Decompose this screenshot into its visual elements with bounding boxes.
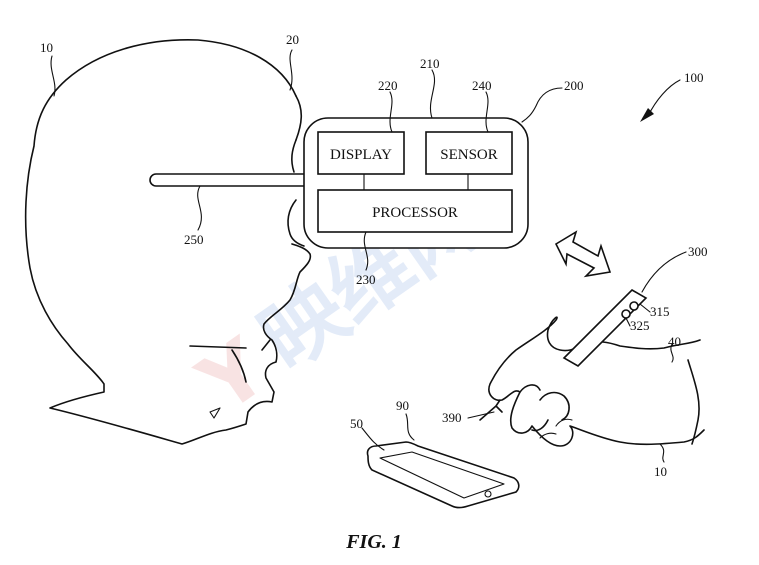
system-100-arrow-icon xyxy=(647,79,681,117)
bidirectional-arrow-icon xyxy=(554,230,612,278)
ref-325: 325 xyxy=(630,318,650,333)
hmd-strap xyxy=(149,173,319,187)
leader-210 xyxy=(430,69,436,119)
leader-200 xyxy=(521,87,563,123)
hand-fingers xyxy=(519,384,570,432)
system-100-arrowhead-icon xyxy=(640,108,654,122)
head-outline xyxy=(24,39,312,445)
leader-90 xyxy=(405,413,415,441)
leader-240 xyxy=(485,91,489,133)
ref-220: 220 xyxy=(378,78,398,93)
processor-label: PROCESSOR xyxy=(372,205,458,221)
leader-220 xyxy=(389,91,393,133)
ref-390: 390 xyxy=(442,410,462,425)
ref-300: 300 xyxy=(688,244,708,259)
ear-detail xyxy=(209,407,221,419)
processor-block xyxy=(317,189,513,233)
stylus-body xyxy=(562,289,648,367)
leader-20 xyxy=(289,49,293,91)
hand-wrist xyxy=(687,359,700,445)
head-forehead xyxy=(295,95,303,141)
leader-230 xyxy=(363,231,369,271)
leader-315 xyxy=(639,303,651,313)
stylus-button-325 xyxy=(621,309,631,319)
ref-315: 315 xyxy=(650,304,670,319)
sensor-block xyxy=(425,131,513,175)
hand-knuckle-lines xyxy=(539,418,573,439)
ref-20: 20 xyxy=(286,32,299,47)
figure-caption: FIG. 1 xyxy=(345,531,402,553)
leader-50 xyxy=(361,427,385,451)
tablet-screen xyxy=(379,451,505,499)
ref-90: 90 xyxy=(396,398,409,413)
ref-40: 40 xyxy=(668,334,681,349)
leader-40 xyxy=(670,343,674,363)
leader-300 xyxy=(641,251,687,293)
display-label: DISPLAY xyxy=(330,147,392,163)
ref-10-head: 10 xyxy=(40,40,53,55)
leader-10-hand xyxy=(659,443,665,463)
hmd-visor xyxy=(287,139,305,247)
leader-10-head xyxy=(50,55,56,97)
ref-200: 200 xyxy=(564,78,584,93)
ref-230: 230 xyxy=(356,272,376,287)
leader-250 xyxy=(197,185,202,231)
mouth-detail xyxy=(189,339,271,383)
ref-210: 210 xyxy=(420,56,440,71)
stylus-tip xyxy=(479,399,503,421)
tablet-home-button xyxy=(484,490,492,498)
ref-10-hand: 10 xyxy=(654,464,667,479)
ref-240: 240 xyxy=(472,78,492,93)
ref-50: 50 xyxy=(350,416,363,431)
leader-390 xyxy=(467,411,495,419)
stylus-button-315 xyxy=(629,301,639,311)
leader-325 xyxy=(625,317,631,327)
display-block xyxy=(317,131,405,175)
ref-100: 100 xyxy=(684,70,704,85)
ref-250: 250 xyxy=(184,232,204,247)
tablet-outline xyxy=(366,441,520,509)
sensor-label: SENSOR xyxy=(440,147,498,163)
